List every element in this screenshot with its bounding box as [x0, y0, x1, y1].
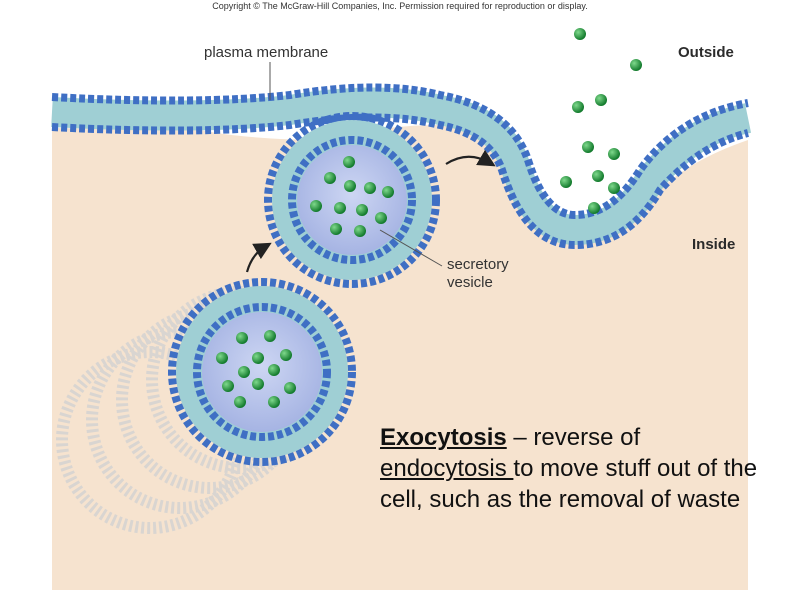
cargo-molecule — [252, 378, 264, 390]
cargo-molecule — [324, 172, 336, 184]
cargo-molecule — [592, 170, 604, 182]
cargo-molecule — [364, 182, 376, 194]
cargo-molecule — [216, 352, 228, 364]
caption-dash-text: – reverse of — [506, 424, 641, 451]
label-outside: Outside — [678, 44, 734, 61]
label-vesicle: vesicle — [447, 274, 493, 291]
copyright-notice: Copyright © The McGraw-Hill Companies, I… — [212, 1, 588, 11]
cargo-molecule — [588, 202, 600, 214]
cargo-molecule — [222, 380, 234, 392]
arrow-release — [445, 149, 496, 167]
cargo-molecule — [264, 330, 276, 342]
cargo-molecule — [560, 176, 572, 188]
cargo-molecule — [595, 94, 607, 106]
arrow-vesicle-to-membrane — [245, 242, 272, 273]
cargo-molecule — [608, 182, 620, 194]
cargo-molecule — [330, 223, 342, 235]
cargo-molecule — [234, 396, 246, 408]
cargo-molecule — [310, 200, 322, 212]
cargo-molecule — [572, 101, 584, 113]
secretory-vesicle-leader — [379, 229, 443, 267]
cargo-molecule — [334, 202, 346, 214]
plasma-membrane-tails — [51, 87, 752, 246]
cargo-molecule — [354, 225, 366, 237]
cargo-molecule — [343, 156, 355, 168]
secretory-vesicle-fusing — [264, 112, 440, 288]
cargo-molecule — [582, 141, 594, 153]
label-secretory: secretory — [447, 256, 509, 273]
cargo-molecule — [608, 148, 620, 160]
label-inside: Inside — [692, 236, 736, 253]
caption-text: Exocytosis – reverse of endocytosis to m… — [380, 422, 770, 515]
cargo-molecule — [280, 349, 292, 361]
cargo-molecule — [382, 186, 394, 198]
cargo-molecule — [236, 332, 248, 344]
caption-linked-term: endocytosis — [380, 455, 514, 482]
cargo-molecules — [216, 28, 642, 408]
caption-term: Exocytosis — [380, 424, 507, 451]
cargo-molecule — [574, 28, 586, 40]
label-plasma-membrane: plasma membrane — [204, 44, 329, 61]
caption-rest: to move stuff out of the cell, such as t… — [380, 455, 758, 513]
cargo-molecule — [284, 382, 296, 394]
plasma-membrane-outer-heads — [51, 83, 749, 220]
cargo-molecule — [344, 180, 356, 192]
cargo-molecule — [268, 396, 280, 408]
secretory-vesicle-approaching — [168, 278, 356, 466]
cargo-molecule — [268, 364, 280, 376]
cargo-molecule — [630, 59, 642, 71]
cargo-molecule — [238, 366, 250, 378]
cargo-molecule — [375, 212, 387, 224]
cargo-molecule — [252, 352, 264, 364]
cargo-molecule — [356, 204, 368, 216]
